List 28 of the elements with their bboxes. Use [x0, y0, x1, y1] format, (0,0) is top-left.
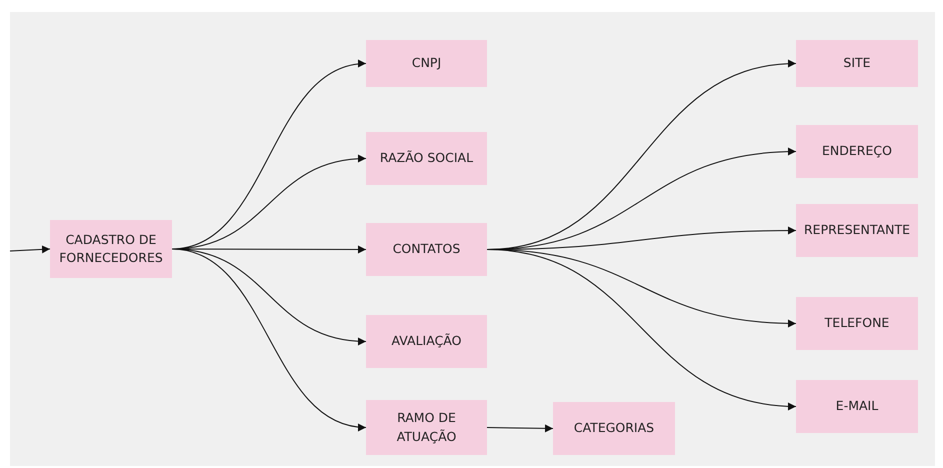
- box-label: CONTATOS: [392, 240, 460, 258]
- process-box: [366, 40, 487, 87]
- box-label: CNPJ: [412, 54, 442, 72]
- box-label: CATEGORIAS: [574, 419, 654, 438]
- process-box: [796, 380, 918, 433]
- arrow: [172, 248, 366, 430]
- process-box: [553, 402, 675, 455]
- box-label: ENDEREÇO: [822, 142, 892, 160]
- process-box: [796, 40, 918, 87]
- box-label: TELEFONE: [824, 314, 890, 332]
- process-box: [366, 132, 487, 185]
- process-box: [796, 125, 918, 178]
- arrow: [486, 249, 796, 410]
- process-box: [796, 204, 918, 257]
- box-label: RAZÃO SOCIAL: [380, 149, 474, 168]
- process-box: [50, 220, 172, 278]
- process-box: [366, 400, 487, 455]
- process-box: [366, 315, 487, 368]
- box-label: SITE: [843, 54, 871, 72]
- box-label: CADASTRO DE FORNECEDORES: [58, 230, 164, 267]
- arrow: [486, 424, 554, 432]
- arrow: [10, 245, 50, 254]
- box-label: AVALIAÇÃO: [392, 332, 462, 350]
- process-box: [366, 223, 487, 276]
- box-label: E-MAIL: [836, 397, 878, 416]
- process-box: [796, 297, 918, 350]
- box-label: RAMO DE ATUAÇÃO: [396, 409, 458, 446]
- box-label: REPRESENTANTE: [804, 221, 910, 240]
